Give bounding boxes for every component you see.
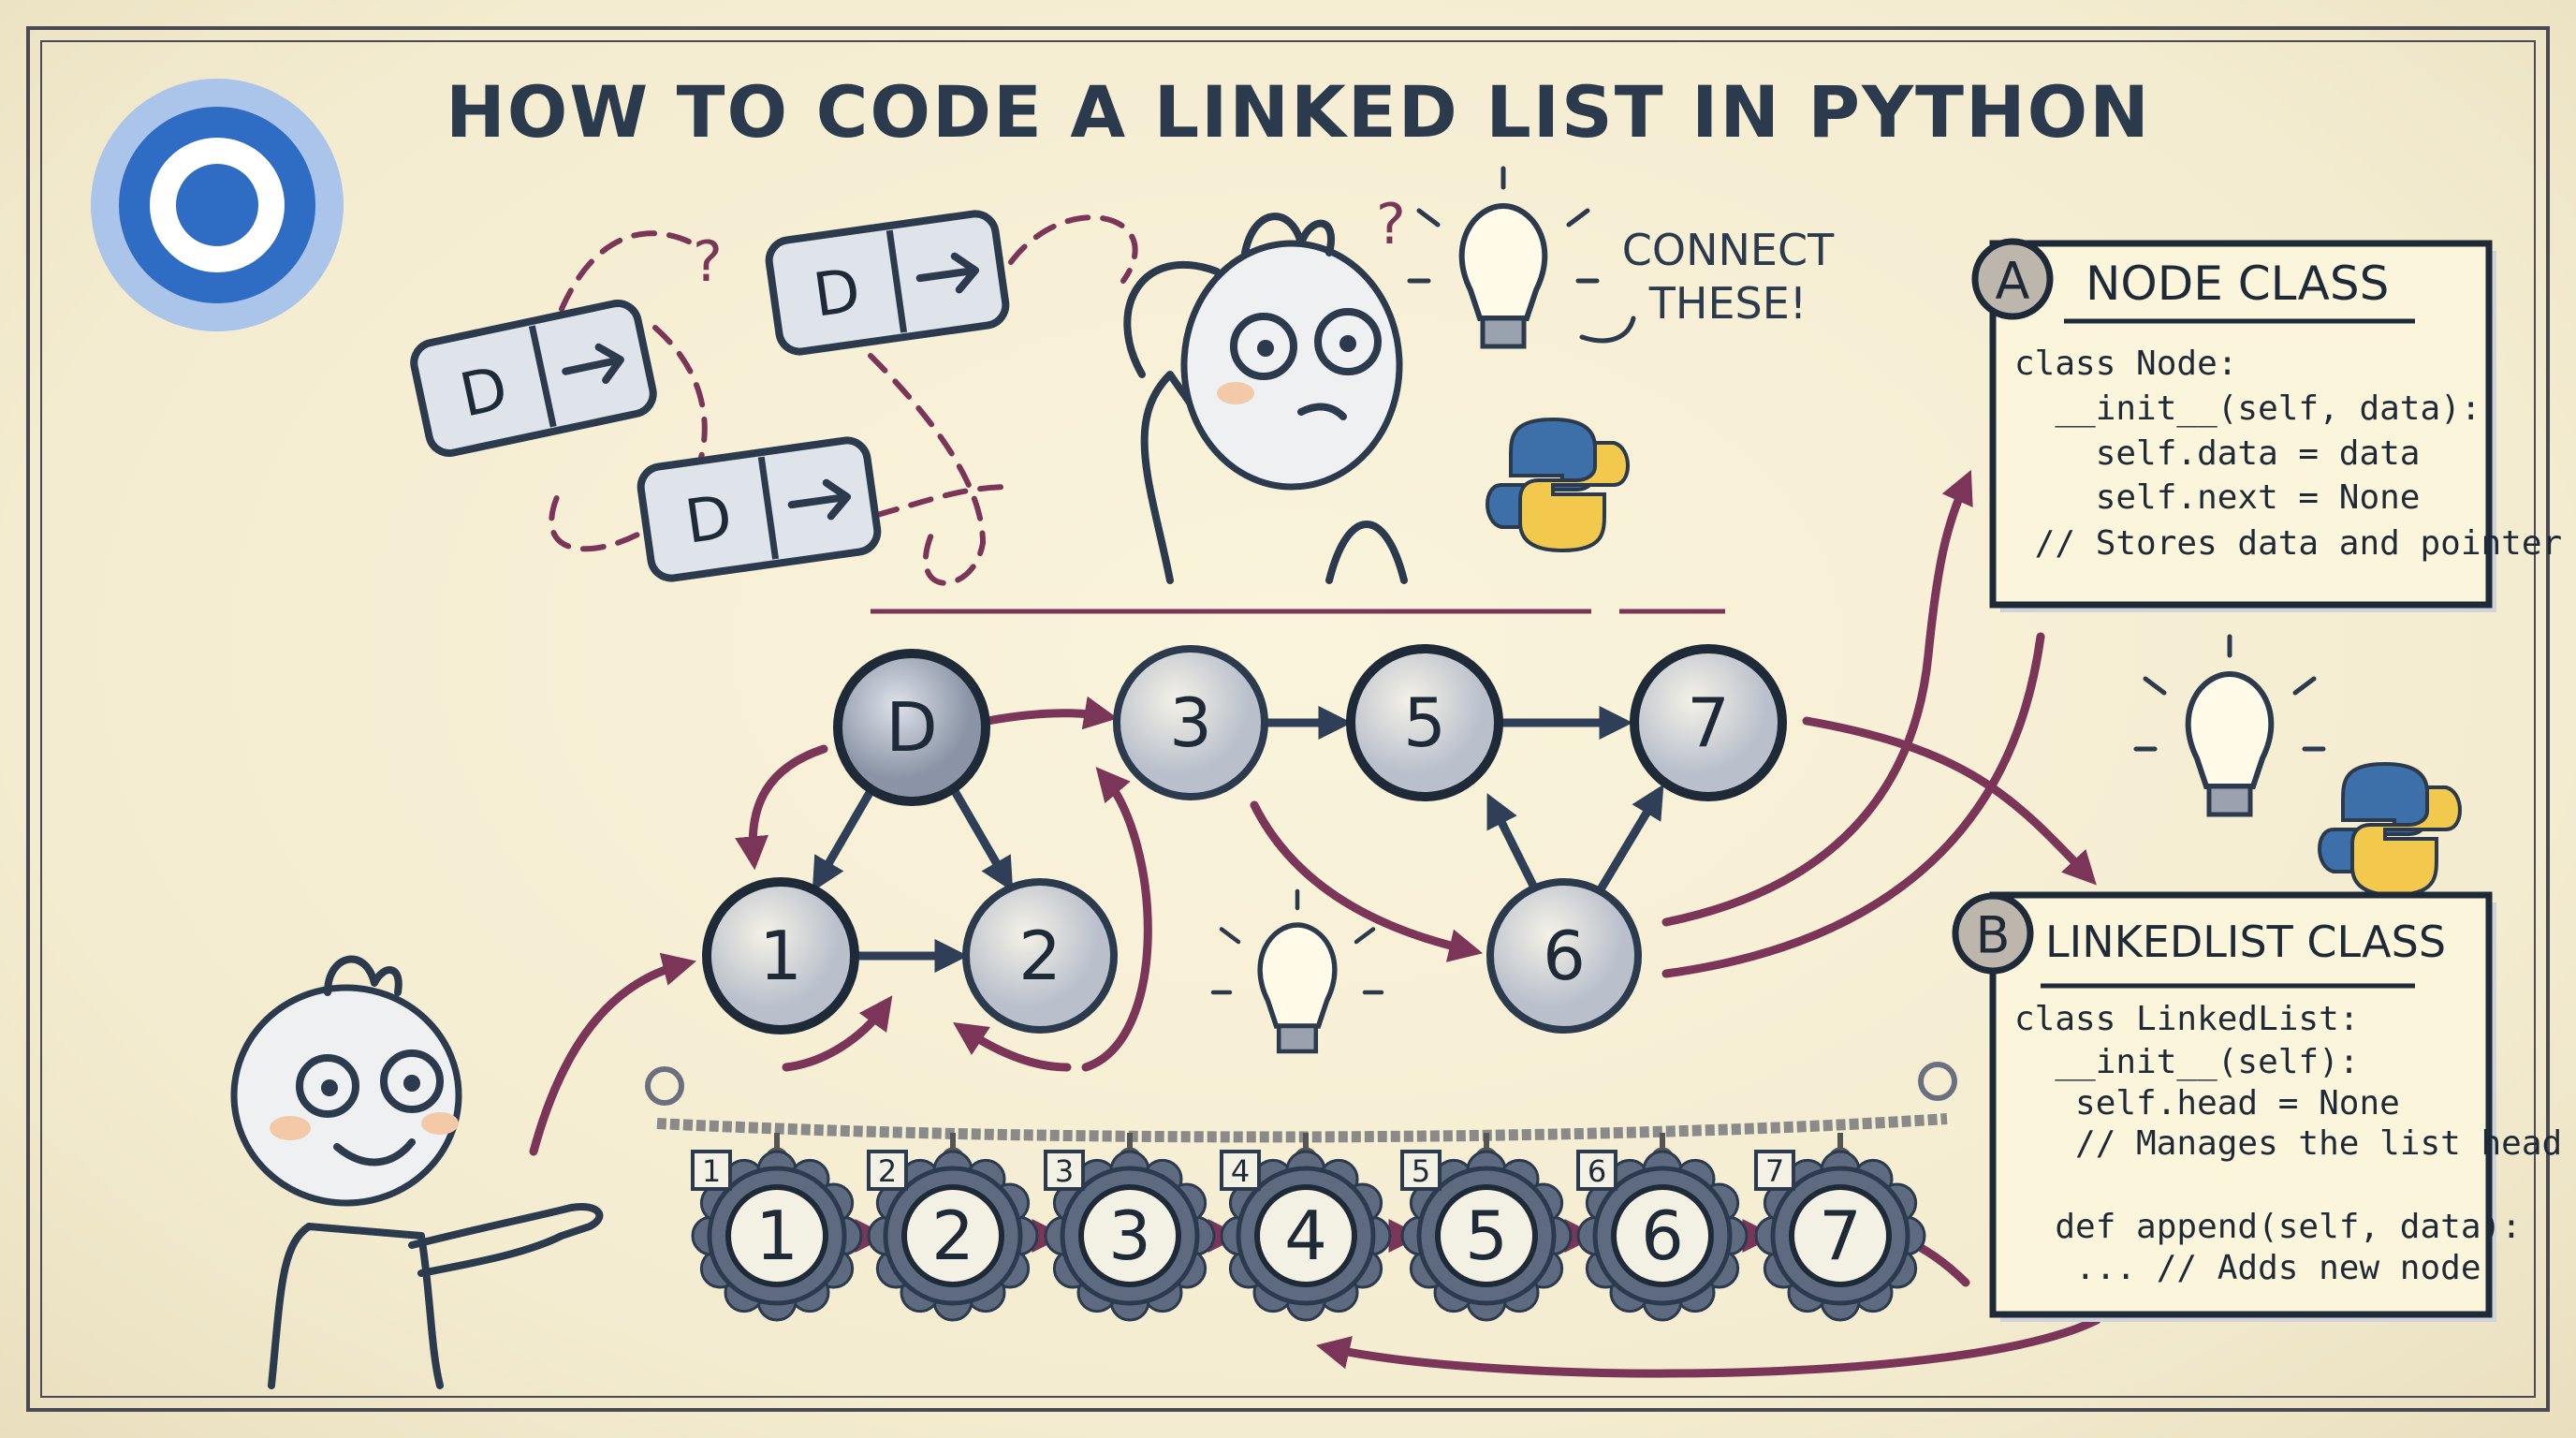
python-logo-icon [2318,761,2462,898]
rope-knot [1918,1062,1957,1101]
question-mark: ? [693,229,723,295]
chain-medallion: 3 3 [1044,1133,1216,1322]
medallion-label: 1 [755,1196,798,1275]
graph-node-1: 1 [702,877,859,1034]
node-class-heading: NODE CLASS [2086,257,2389,311]
rope-knot [645,1066,684,1106]
code-line: __init__(self): [2014,1043,2359,1081]
svg-text:6: 6 [1543,917,1586,995]
chain-medallion: 2 2 [867,1133,1039,1322]
chain-medallion: 1 1 [691,1133,863,1322]
graph-node-2: 2 [962,878,1118,1034]
linkedlist-class-card: B LINKEDLIST CLASS class LinkedList: __i… [1952,891,2562,1322]
index-tag-label: 7 [1765,1153,1784,1189]
arrow-right-icon [787,478,852,521]
index-tag-label: 5 [1412,1153,1430,1189]
svg-text:7: 7 [1687,683,1730,762]
code-line: def append(self, data): [2014,1208,2522,1246]
graph-node-7: 7 [1630,644,1787,801]
index-tag-label: 4 [1231,1153,1250,1189]
svg-text:A: A [1996,252,2030,311]
code-line: // Stores data and pointer [2014,524,2562,563]
svg-text:3: 3 [1169,683,1212,762]
svg-text:D: D [810,257,865,331]
callout-text-line1: CONNECT [1622,225,1835,275]
code-line: // Manages the list head [2014,1124,2562,1163]
index-tag-label: 2 [878,1153,897,1189]
confused-character [1123,213,1408,584]
lightbulb-icon [1407,166,1600,349]
medallion-label: 3 [1108,1196,1151,1275]
graph-node-6: 6 [1486,878,1642,1034]
medallion-label: 5 [1465,1196,1508,1275]
border-frame [26,26,2550,1412]
code-line: ... // Adds new node [2014,1249,2481,1287]
arrow-right-icon [562,343,624,385]
question-mark: ? [1376,192,1406,257]
index-tag [1754,1150,1795,1191]
page-title: HOW TO CODE A LINKED LIST IN PYTHON [446,70,2151,154]
graph-node-5: 5 [1346,644,1503,801]
svg-text:D: D [886,688,937,767]
chain-medallion: 4 4 [1220,1133,1392,1322]
index-tag-label: 6 [1588,1153,1606,1189]
callout-text-line2: THESE! [1648,278,1807,329]
code-line: self.data = data [2014,434,2420,473]
arrow-right-icon [915,252,980,294]
index-tag [1044,1150,1085,1191]
node-class-card: A NODE CLASS class Node: __init__(self, … [1971,238,2562,612]
svg-text:5: 5 [1403,683,1446,762]
graph-node-3: 3 [1113,645,1268,800]
index-tag [691,1150,732,1191]
badge-a [1971,238,2054,320]
lightbulb-icon [2133,634,2326,817]
code-line: __init__(self, data): [2014,389,2481,428]
svg-text:B: B [1975,906,2010,965]
index-tag [867,1150,908,1191]
scattered-node: D [410,300,657,457]
medallion-label: 2 [931,1196,974,1275]
target-logo-icon [91,79,344,331]
svg-text:D: D [681,483,737,558]
graph-node-D: D [833,649,990,806]
scattered-node: D [765,210,1010,356]
border-inner [40,40,2536,1398]
medallion-label: 4 [1284,1196,1327,1275]
code-line: self.head = None [2014,1084,2400,1123]
index-tag-label: 1 [702,1153,721,1189]
linkedlist-class-heading: LINKEDLIST CLASS [2045,917,2446,967]
callout-pointer [1579,315,1636,344]
graph-edges [529,469,2101,1378]
code-line: class Node: [2014,345,2237,383]
svg-text:1: 1 [759,917,802,995]
pointing-character [230,955,604,1389]
index-tag [1400,1150,1442,1191]
lightbulb-icon [1210,888,1384,1054]
index-tag [1220,1150,1261,1191]
scattered-node: D [637,436,882,582]
chain-medallion: 5 5 [1400,1133,1573,1322]
svg-text:2: 2 [1018,917,1061,995]
python-logo-icon [1486,417,1630,553]
index-tag [1576,1150,1617,1191]
badge-b [1952,892,2034,975]
medallion-label: 7 [1819,1196,1862,1275]
chain-medallion: 6 6 [1576,1133,1749,1322]
chain-medallion: 7 7 [1754,1133,1926,1322]
rope [656,1113,1948,1143]
index-tag-label: 3 [1055,1153,1074,1189]
code-line: class LinkedList: [2014,1000,2359,1038]
code-line: self.next = None [2014,478,2420,517]
medallion-label: 6 [1641,1196,1684,1275]
